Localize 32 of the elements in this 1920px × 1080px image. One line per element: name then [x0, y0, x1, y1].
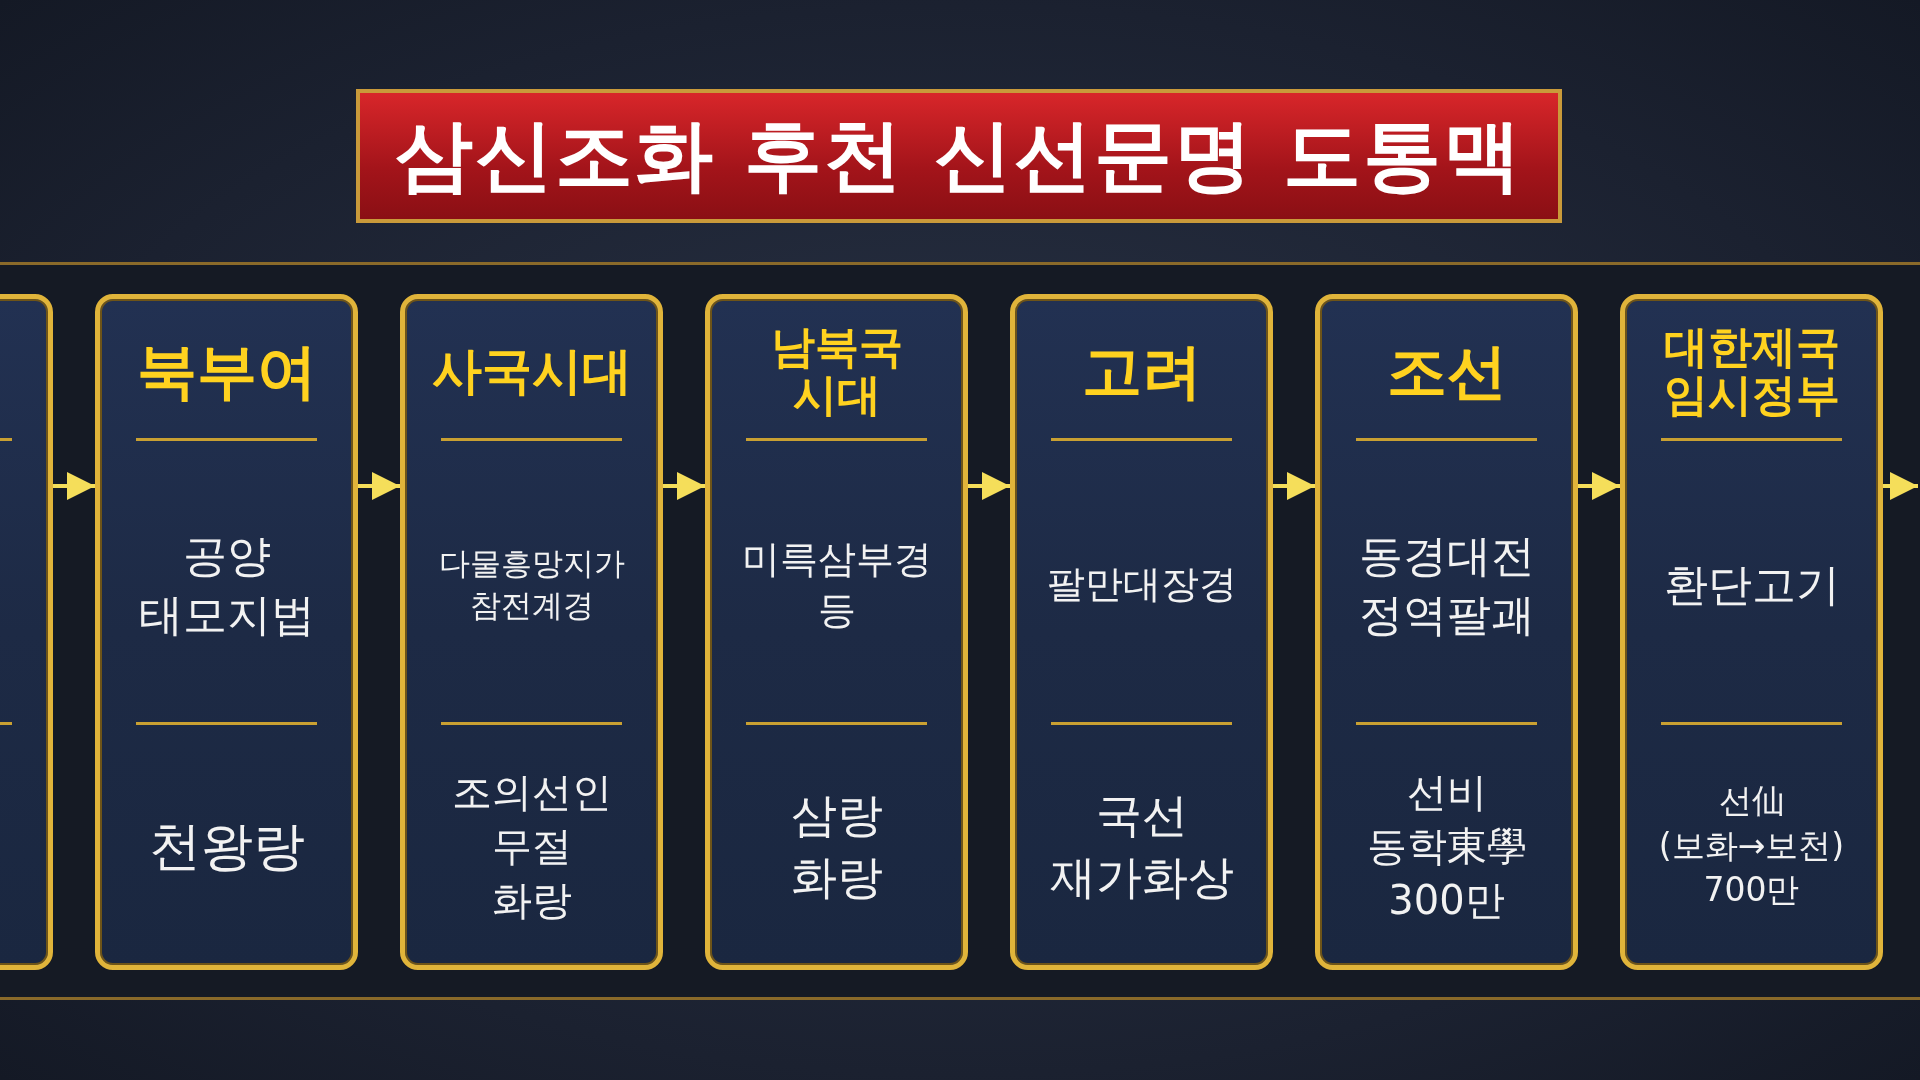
arrow: [968, 472, 1010, 500]
arrow: [53, 472, 95, 500]
arrow: [1883, 472, 1918, 500]
scripture-text: 미륵삼부경 등: [741, 535, 932, 634]
scripture-text: 팔만대장경: [1046, 561, 1237, 609]
period-heading: 대한제국 임시정부: [1663, 322, 1840, 420]
title-banner: 삼신조화 후천 신선문명 도통맥: [356, 89, 1562, 223]
arrow: [358, 472, 400, 500]
group-text: 조의선인 무절 화랑: [451, 768, 612, 925]
period-heading: 사국시대: [431, 343, 632, 399]
group-text: 국선 재가화상: [1049, 786, 1234, 906]
period-card: [95, 294, 358, 970]
scripture-text: 동경대전 정역팔괘: [1358, 528, 1535, 642]
period-heading: 남북국 시대: [770, 322, 903, 420]
period-card: [705, 294, 968, 970]
scripture-text: 환단고기: [1663, 558, 1840, 613]
group-text: 삼랑 화랑: [790, 786, 883, 906]
period-heading: 고려: [1081, 338, 1202, 404]
period-card: [1010, 294, 1273, 970]
arrow: [1273, 472, 1315, 500]
period-card: [400, 294, 663, 970]
group-text: 천왕랑: [148, 814, 305, 878]
period-heading: 북부여: [136, 338, 317, 404]
scripture-text: 다물흥망지가 참전계경: [438, 544, 625, 625]
arrow: [1578, 472, 1620, 500]
scripture-text: 공양 태모지법: [138, 528, 315, 642]
period-heading: 조선: [1386, 338, 1507, 404]
period-card: [1620, 294, 1883, 970]
arrow: [663, 472, 705, 500]
group-text: 선仙 (보화→보천) 700만: [1658, 780, 1845, 912]
group-text: 선비 동학東學 300만: [1366, 768, 1527, 925]
period-card: [1315, 294, 1578, 970]
